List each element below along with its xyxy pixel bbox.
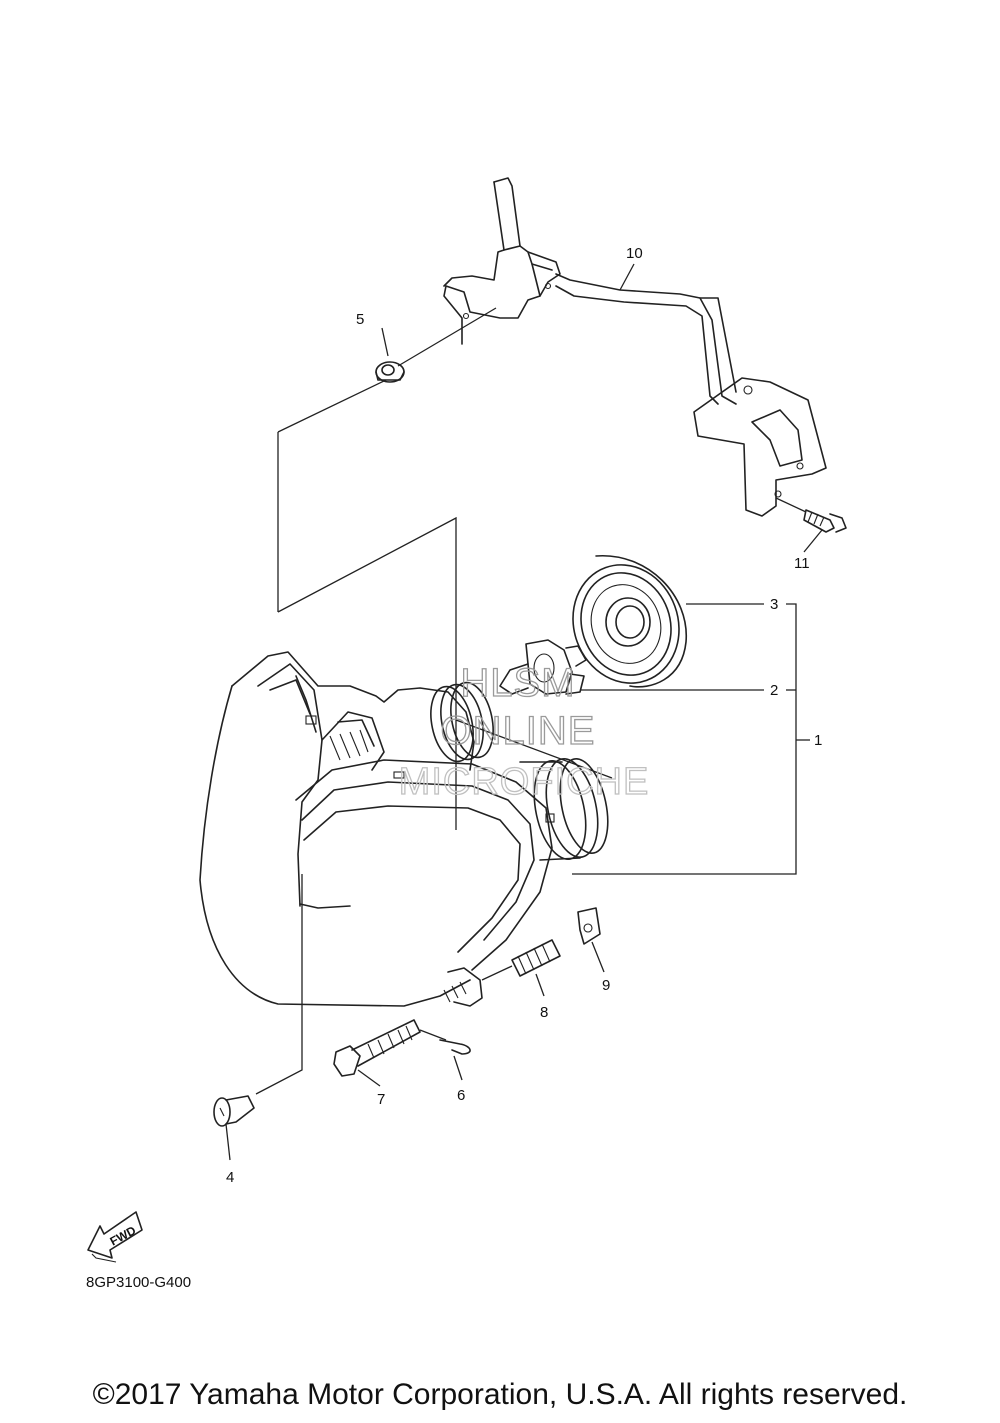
diagram-code: 8GP3100-G400 [86,1274,191,1291]
watermark-line1: HLSM [460,661,575,705]
callout-4: 4 [226,1169,234,1186]
reference-lines [225,263,823,1161]
callout-10: 10 [626,245,643,262]
callout-9: 9 [602,977,610,994]
callout-2: 2 [770,682,778,699]
cotter-pin [439,1039,471,1055]
callout-7: 7 [377,1091,385,1108]
callout-8: 8 [540,1004,548,1021]
callout-1: 1 [814,732,822,749]
callout-5: 5 [356,311,364,328]
bolt-11 [803,509,847,533]
headlight-assembly [199,651,609,1007]
watermark-line3: MICROFICHE [399,761,650,803]
bracket-stay [443,177,827,517]
watermark: HLSM ONLINE MICROFICHE [398,660,650,803]
fwd-arrow-icon: FWD [87,1211,143,1263]
callout-11: 11 [794,555,810,572]
clip-nut [577,907,601,945]
adjuster-spring [511,939,561,977]
watermark-line2: ONLINE [441,709,596,753]
grommet [375,361,405,383]
headlight-bulb [499,639,587,695]
callout-3: 3 [770,596,778,613]
fwd-label: FWD [108,1223,139,1248]
callout-6: 6 [457,1087,465,1104]
bulb-cover [572,555,687,688]
push-rivet [213,1095,255,1127]
adjusting-screw [333,1019,421,1077]
copyright-notice: ©2017 Yamaha Motor Corporation, U.S.A. A… [92,1378,908,1411]
